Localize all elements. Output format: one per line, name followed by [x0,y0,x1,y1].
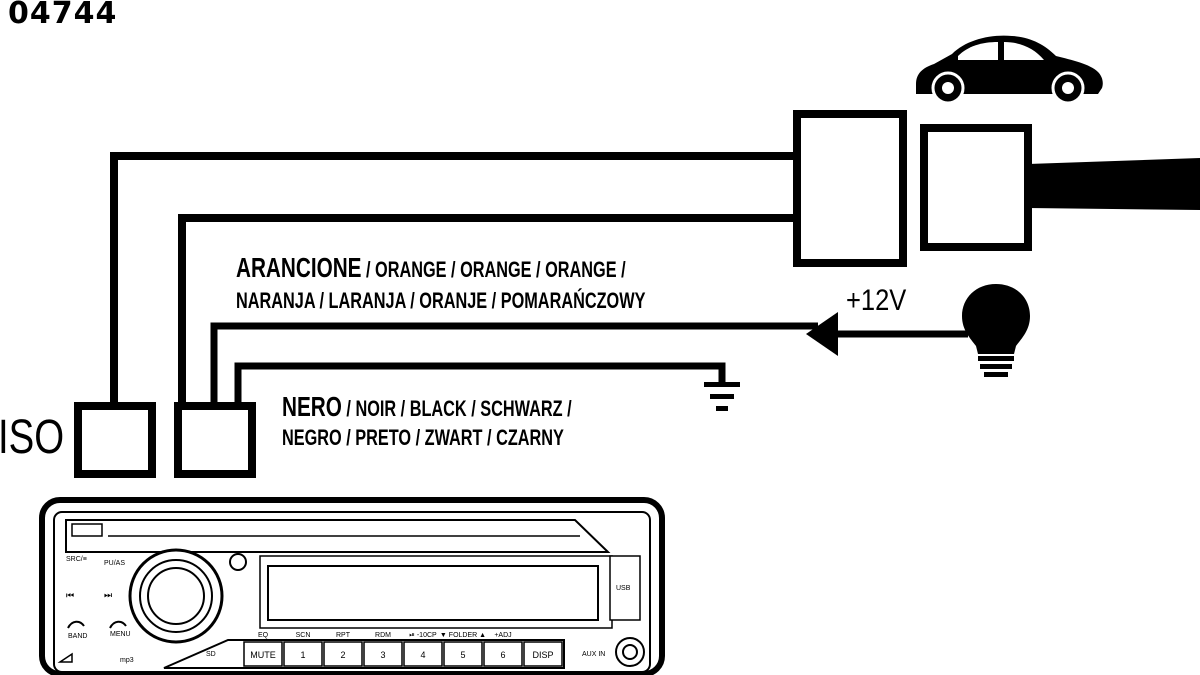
mp3-label: mp3 [120,657,134,664]
puas-button-label: PU/AS [104,560,125,567]
orange-wire-label-translations: / ORANGE / ORANGE / ORANGE / [361,257,626,282]
preset-button-0[interactable] [243,641,283,667]
black-wire [234,362,740,411]
src-button-label: SRC/≡ [66,556,87,563]
preset-button-2[interactable] [323,641,363,667]
black-wire-label-line1: NERO / NOIR / BLACK / SCHWARZ / [282,391,572,423]
orange-wire-label-line1: ARANCIONE / ORANGE / ORANGE / ORANGE / [236,252,626,284]
preset-sublabel-2: RPT [336,632,351,639]
orange-wire-label-main: ARANCIONE [236,252,362,283]
vehicle-connector-radio-side [793,110,907,267]
iso-label: ISO [0,411,65,464]
black-wire-label-line2: NEGRO / PRETO / ZWART / CZARNY [282,425,564,450]
product-code: 04744 [8,0,118,31]
preset-button-label-1: 1 [300,650,305,660]
preset-sublabel-0: EQ [258,632,269,639]
iso-connector-right [174,402,256,478]
car-icon [916,35,1103,105]
wire-iso-b [178,214,797,406]
radio-display [267,565,599,621]
preset-sublabel-4: ⏯ -10CP [409,632,437,639]
voltage-label: +12V [846,284,907,317]
preset-sublabel-3: RDM [375,632,391,639]
orange-wire [210,312,968,406]
band-button-label: BAND [68,633,87,640]
iso-harness-wires [110,152,797,406]
preset-button-label-4: 4 [420,650,425,660]
preset-button-6[interactable] [483,641,523,667]
menu-button-label: MENU [110,631,131,638]
usb-label: USB [616,585,631,592]
black-wire-label-main: NERO [282,391,342,422]
preset-button-1[interactable] [283,641,323,667]
preset-button-5[interactable] [443,641,483,667]
preset-button-label-5: 5 [460,650,465,660]
black-wire-label-translations: / NOIR / BLACK / SCHWARZ / [341,396,572,421]
preset-sublabel-6: +ADJ [494,632,511,639]
preset-button-row: MUTE EQ 1 SCN 2 RPT 3 RDM 4 ⏯ -10CP 5 ▼ FOLDER ▲ 6 +A… [243,632,563,667]
preset-button-7[interactable] [523,641,563,667]
preset-button-label-0: MUTE [250,650,276,660]
ground-icon [704,382,740,411]
preset-button-4[interactable] [403,641,443,667]
arrow-left-icon [806,312,838,356]
vehicle-cable [1028,158,1200,210]
prev-button-label: ⏮ [66,590,74,600]
preset-sublabel-1: SCN [296,632,311,639]
sd-label: SD [206,651,216,658]
preset-sublabel-5: ▼ FOLDER ▲ [440,632,486,639]
iso-connector-left [74,402,156,478]
bulb-icon [962,284,1030,377]
aux-in-label: AUX IN [582,651,605,658]
preset-button-label-6: 6 [500,650,505,660]
car-radio: USB SRC/≡ PU/AS ⏮ ⏭ BAND MENU mp3 SD MUT… [39,497,665,675]
preset-button-3[interactable] [363,641,403,667]
preset-button-label-3: 3 [380,650,385,660]
orange-wire-label-line2: NARANJA / LARANJA / ORANJE / POMARAŃCZOW… [236,288,646,313]
preset-button-label-2: 2 [340,650,345,660]
vehicle-connector-car-side [920,124,1032,251]
preset-button-label-7: DISP [532,650,553,660]
next-button-label: ⏭ [104,590,112,600]
wire-iso-a [110,152,797,406]
